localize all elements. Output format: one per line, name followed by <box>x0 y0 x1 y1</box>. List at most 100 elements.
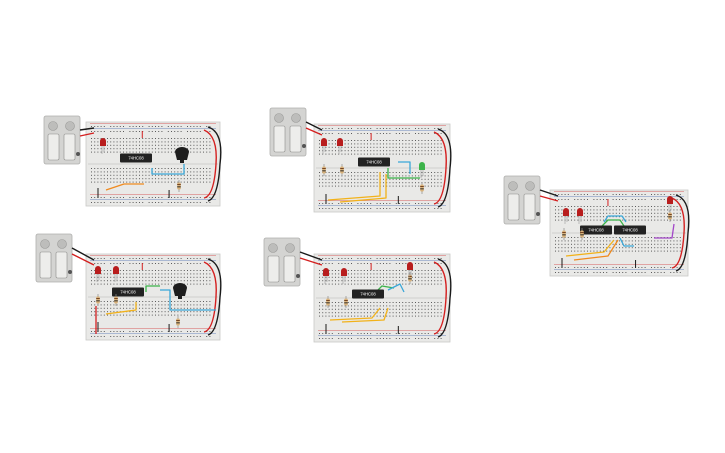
led-body <box>337 138 343 146</box>
resistor <box>580 228 584 240</box>
signal-wires <box>327 161 420 203</box>
led-body <box>95 266 101 274</box>
led-body <box>323 268 329 276</box>
supply-loop-black <box>437 128 452 208</box>
resistor <box>668 210 672 222</box>
battery-terminal <box>285 243 295 253</box>
wire-blue <box>151 164 185 175</box>
chip-body <box>614 225 646 235</box>
wire-purple <box>654 223 675 239</box>
battery-leads <box>539 189 690 272</box>
resistor-body <box>177 182 181 190</box>
led <box>100 138 106 154</box>
led <box>407 262 413 278</box>
resistor-band <box>668 214 672 215</box>
resistor-band <box>326 302 330 304</box>
led-body <box>321 138 327 146</box>
battery-terminal <box>65 121 75 131</box>
jumper-wires <box>325 263 399 334</box>
led-body <box>667 196 673 204</box>
chip-body <box>352 289 384 299</box>
led-body <box>419 162 425 170</box>
chip-body <box>120 153 152 163</box>
jumper-wires <box>325 133 399 204</box>
supply-loop-black <box>207 258 222 336</box>
circuit-4[interactable]: 74HC08 <box>263 237 454 346</box>
wire-yellow <box>329 307 381 321</box>
led <box>577 208 583 224</box>
resistor-band <box>340 170 344 172</box>
red-lead <box>305 127 323 136</box>
battery-terminal <box>48 121 58 131</box>
ic-chip: 74HC08 <box>120 153 152 163</box>
chip-label: 74HC08 <box>622 228 638 233</box>
led <box>113 266 119 282</box>
resistor <box>344 296 348 308</box>
chip-body <box>580 225 612 235</box>
circuit-3-drawing: 74HC08 <box>35 233 222 341</box>
black-lead <box>539 189 559 197</box>
led-body <box>577 208 583 216</box>
black-lead <box>79 127 95 131</box>
supply-loop-red <box>203 129 217 199</box>
jumper-wires <box>97 263 170 332</box>
led <box>341 268 347 284</box>
resistor <box>562 228 566 240</box>
battery-switch <box>76 152 80 156</box>
ic-chip: 74HC08 <box>580 225 612 235</box>
resistor-band <box>96 300 100 302</box>
resistor-body <box>580 230 584 238</box>
chip-label: 74HC08 <box>366 160 382 165</box>
wire-yellow <box>327 172 381 201</box>
supply-loop-red <box>671 197 685 269</box>
wire-orange <box>573 239 619 261</box>
resistor-body <box>562 230 566 238</box>
circuit-3[interactable]: 74HC08 <box>35 233 224 342</box>
resistor-band <box>408 278 412 280</box>
resistor <box>96 294 100 306</box>
jumper-wires <box>97 131 170 198</box>
battery-terminal <box>291 113 301 123</box>
resistor-band <box>177 186 181 188</box>
led <box>337 138 343 154</box>
battery-cell <box>63 133 76 161</box>
wire-yellow <box>565 239 615 257</box>
battery-terminal <box>57 239 67 249</box>
chip-label: 74HC08 <box>360 292 376 297</box>
red-lead <box>79 132 95 137</box>
resistor-body <box>668 212 672 220</box>
chip-label: 74HC08 <box>588 228 604 233</box>
battery-cell <box>55 251 68 279</box>
led-body <box>100 138 106 146</box>
wire-green <box>145 285 160 292</box>
battery-switch <box>68 270 72 274</box>
battery-cell <box>267 255 280 283</box>
supply-loop-red <box>203 261 217 333</box>
supply-loop-red <box>433 131 447 205</box>
battery-leads <box>299 251 452 338</box>
circuit-2-drawing: 74HC08 <box>269 107 452 213</box>
battery-cell <box>523 193 536 221</box>
battery-cell <box>273 125 286 153</box>
breadboard-holes <box>91 126 211 203</box>
resistor-band <box>668 216 672 218</box>
battery-leads <box>71 247 222 336</box>
resistor <box>326 296 330 308</box>
buzzer-body <box>175 147 189 160</box>
breadboard-holes <box>319 128 442 209</box>
circuit-2[interactable]: 74HC08 <box>269 107 454 214</box>
wire-blue <box>603 215 627 223</box>
circuit-5[interactable]: 74HC08 74HC08 <box>503 175 690 278</box>
wire-green <box>601 219 625 227</box>
led-body <box>113 266 119 274</box>
led <box>667 196 673 212</box>
battery-pack <box>269 107 307 157</box>
battery-pack <box>503 175 541 225</box>
resistor-band <box>408 276 412 277</box>
resistor-body <box>114 296 118 304</box>
circuit-1[interactable]: 74HC08 <box>43 115 224 208</box>
resistor-body <box>344 298 348 306</box>
led-body <box>407 262 413 270</box>
resistor-band <box>562 234 566 236</box>
